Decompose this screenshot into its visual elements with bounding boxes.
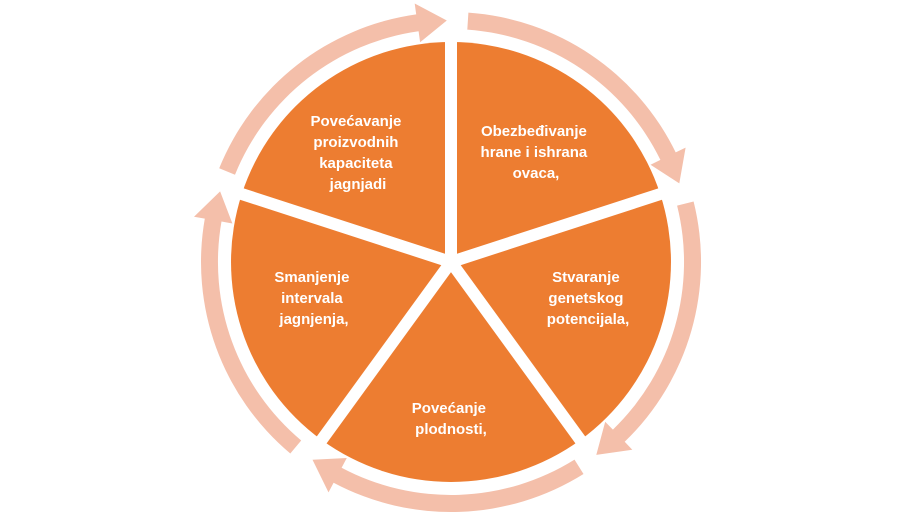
cycle-arrow [312,458,584,512]
cycle-arrow [194,191,302,454]
segment-label-food-and-nutrition: Obezbeđivanje hrane i ishrana ovaca, [481,123,592,182]
segment-label-lamb-production-capacity: Povećavanje proizvodnih kapaciteta jagnj… [310,113,405,193]
cycle-arrow [467,12,686,184]
segment-label-fertility: Povećanje plodnosti, [412,400,490,438]
segment-divider [314,258,456,447]
segment-labels: Obezbeđivanje hrane i ishrana ovaca, Stv… [274,113,629,438]
cycle-segments [231,42,671,483]
segment-divider [236,187,453,268]
segment-dividers [236,38,666,447]
cycle-arrow [219,3,447,175]
segment-label-lambing-interval: Smanjenje intervala jagnjenja, [274,269,353,328]
segment-lambing-interval [231,194,451,440]
cycle-arrows [194,3,702,512]
center-hub [444,255,458,269]
segment-divider [446,258,588,447]
segment-genetic-potential [451,194,671,440]
segment-fertility [321,262,581,483]
cycle-arrow [596,201,702,455]
segment-label-genetic-potential: Stvaranje genetskog potencijala, [547,269,630,328]
segment-divider [449,187,666,268]
